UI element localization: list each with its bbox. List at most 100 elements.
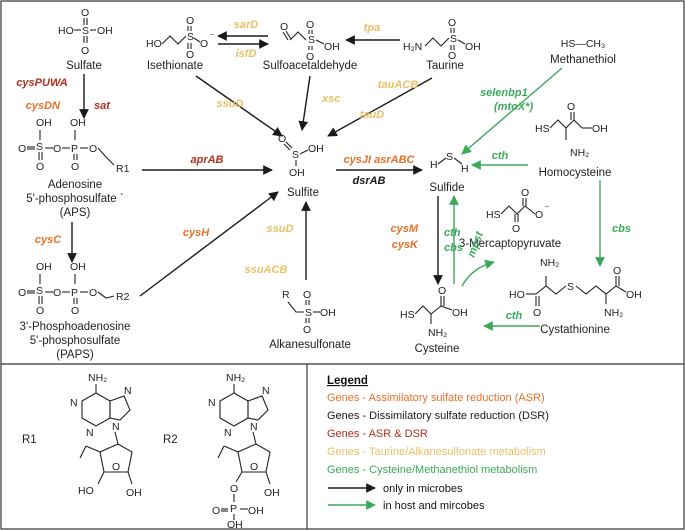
svg-text:N: N xyxy=(262,385,270,397)
svg-text:O: O xyxy=(250,461,258,473)
gene-ssuACB: ssuACB xyxy=(245,264,288,276)
svg-text:H₂N: H₂N xyxy=(403,41,422,53)
homocysteine-structure: HS O OH NH₂ xyxy=(535,101,608,159)
svg-text:OH: OH xyxy=(126,487,142,499)
svg-text:O: O xyxy=(112,461,120,473)
methanethiol-label: Methanethiol xyxy=(550,54,616,66)
svg-text:O: O xyxy=(89,287,97,299)
microbe-arrows xyxy=(67,31,443,297)
sulfate-structure: HO S OH O O xyxy=(58,7,113,57)
svg-text:O: O xyxy=(512,223,520,235)
svg-text:O: O xyxy=(18,287,26,299)
svg-text:S: S xyxy=(446,151,453,163)
svg-text:NH₂: NH₂ xyxy=(604,307,623,319)
svg-text:O: O xyxy=(18,143,26,155)
svg-text:H: H xyxy=(461,163,469,175)
gene-tauD: tauD xyxy=(360,109,385,121)
svg-text:N: N xyxy=(70,397,78,409)
svg-text:OH: OH xyxy=(264,487,280,499)
svg-text:O: O xyxy=(186,49,194,61)
legend-asr: Genes - Assimilatory sulfate reduction (… xyxy=(327,392,545,404)
arrow-isethionate-sulfite xyxy=(195,75,283,137)
legend-title: Legend xyxy=(327,375,368,387)
svg-text:⁻: ⁻ xyxy=(544,203,550,215)
svg-text:S: S xyxy=(450,33,457,45)
gene-cysM: cysM xyxy=(390,223,418,235)
svg-text:S: S xyxy=(292,149,299,161)
gene-sat: sat xyxy=(94,100,111,112)
svg-text:O: O xyxy=(230,483,238,495)
gene-cysC: cysC xyxy=(35,234,62,246)
svg-text:N: N xyxy=(124,385,132,397)
svg-text:O: O xyxy=(36,305,44,317)
svg-text:OH: OH xyxy=(97,25,113,37)
gene-sarD: sarD xyxy=(234,19,259,31)
paps-label-1: 3'-Phosphoadenosine xyxy=(20,321,131,333)
sulfite-structure: O S OH OH xyxy=(278,133,324,179)
svg-text:H: H xyxy=(430,159,438,171)
svg-text:O: O xyxy=(81,45,89,57)
r2-label: R2 xyxy=(163,434,178,446)
svg-text:O: O xyxy=(53,143,61,155)
gene-aprAB: aprAB xyxy=(190,154,223,166)
paps-structure: OH S O O O P OH O O R2 xyxy=(18,261,130,317)
cystathionine-label: Cystathionine xyxy=(540,324,610,336)
sulfite-label: Sulfite xyxy=(287,187,319,199)
arrow-paps-sulfite xyxy=(139,191,279,297)
gene-cysJI-asrABC: cysJI asrABC xyxy=(344,154,416,166)
svg-text:S: S xyxy=(36,141,43,153)
gene-mtoX: (mtoX*) xyxy=(494,101,533,113)
svg-text:O: O xyxy=(438,285,446,297)
arrow-cysteine-mercaptopyruvate xyxy=(461,259,495,287)
svg-text:HO: HO xyxy=(58,25,74,37)
paps-label-3: (PAPS) xyxy=(56,349,94,361)
legend-black-arrow-label: only in microbes xyxy=(383,483,463,495)
methanethiol-formula: HS—CH₃ xyxy=(561,38,606,50)
svg-text:O: O xyxy=(567,101,575,113)
svg-text:NH₂: NH₂ xyxy=(570,147,589,159)
svg-text:NH₂: NH₂ xyxy=(226,372,245,384)
svg-text:O: O xyxy=(186,15,194,27)
isethionate-label: Isethionate xyxy=(147,60,203,72)
r2-structure: NH₂ N N N N O O P O OH OH OH xyxy=(208,372,280,530)
svg-text:S: S xyxy=(36,285,43,297)
svg-text:NH₂: NH₂ xyxy=(540,257,559,269)
svg-text:O: O xyxy=(278,133,286,145)
svg-text:S: S xyxy=(82,25,89,37)
gene-cysDN: cysDN xyxy=(26,100,61,112)
legend-cysteine: Genes - Cysteine/Methanethiol metabolism xyxy=(327,464,537,476)
r1-structure: NH₂ N N N N O HO OH xyxy=(70,372,142,499)
cysteine-label: Cysteine xyxy=(415,343,460,355)
svg-text:HO: HO xyxy=(146,38,162,50)
svg-text:O: O xyxy=(89,143,97,155)
homocysteine-label: Homocysteine xyxy=(539,167,612,179)
svg-text:OH: OH xyxy=(289,167,305,179)
paps-label-2: 5'-phosphosulfate xyxy=(30,335,120,347)
svg-text:O: O xyxy=(280,21,288,33)
svg-text:O: O xyxy=(303,289,311,301)
svg-text:OH: OH xyxy=(465,41,481,53)
taurine-label: Taurine xyxy=(426,60,464,72)
svg-text:HS: HS xyxy=(535,123,550,135)
svg-text:OH: OH xyxy=(227,519,243,530)
svg-text:OH: OH xyxy=(320,307,336,319)
svg-text:OH: OH xyxy=(592,123,608,135)
arrow-methanethiol-sulfide xyxy=(461,67,563,155)
aps-label-3: (APS) xyxy=(60,207,91,219)
svg-text:O: O xyxy=(535,209,543,221)
svg-text:S: S xyxy=(567,281,574,293)
sulfide-label: Sulfide xyxy=(429,182,464,194)
alkanesulfonate-label: Alkanesulfonate xyxy=(269,339,351,351)
legend-dsr: Genes - Dissimilatory sulfate reduction … xyxy=(327,410,549,422)
sulfoacetaldehyde-label: Sulfoacetaldehyde xyxy=(263,60,358,72)
aps-r1: R1 xyxy=(116,163,130,175)
aps-structure: OH S O O O P OH O O R1 xyxy=(18,117,130,175)
svg-text:O: O xyxy=(306,51,314,63)
svg-text:O: O xyxy=(448,50,456,62)
mercaptopyruvate-structure: HS O O O ⁻ xyxy=(486,187,550,235)
svg-text:OH: OH xyxy=(70,117,86,129)
cysteine-structure: HS O OH NH₂ xyxy=(400,285,468,339)
gene-cth-mid: cth xyxy=(444,227,461,239)
svg-text:O: O xyxy=(303,324,311,336)
svg-text:N: N xyxy=(208,397,216,409)
